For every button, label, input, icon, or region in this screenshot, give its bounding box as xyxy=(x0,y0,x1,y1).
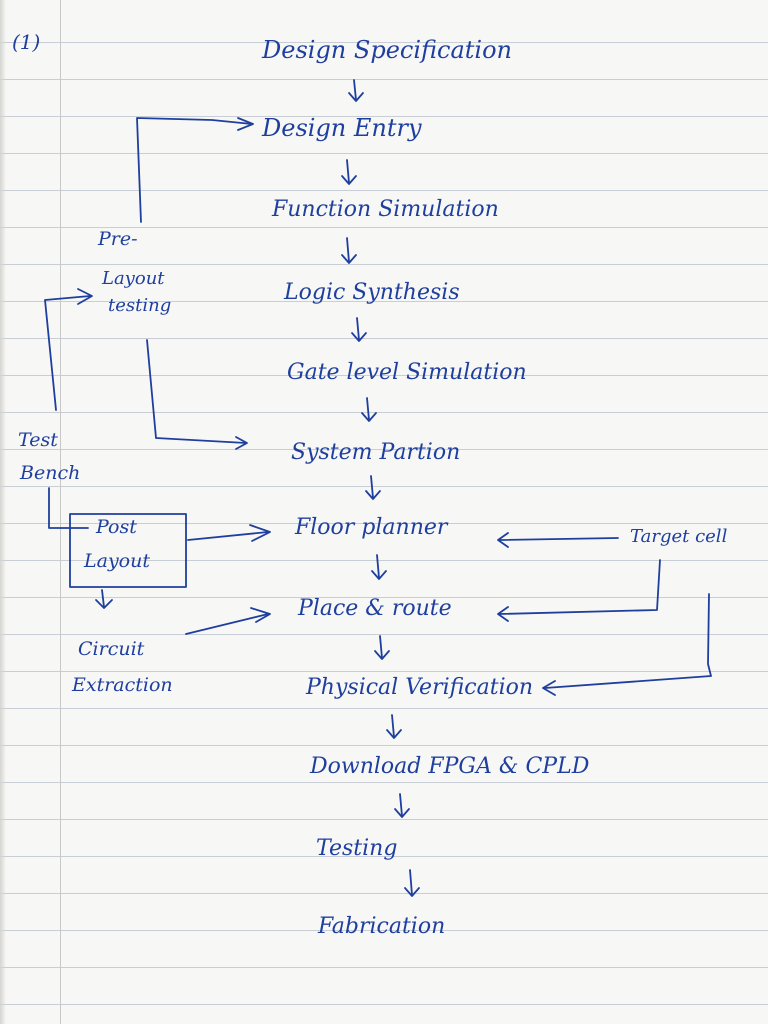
step-physical-verification: Physical Verification xyxy=(306,675,534,700)
circuit-extraction-to-place-route-arrow xyxy=(185,607,271,635)
pre-layout-to-system-partion-arrow xyxy=(146,339,248,450)
down-arrow-9 xyxy=(386,714,402,739)
target-cell-to-floor-planner-arrow xyxy=(497,532,619,548)
test-bench-label-line2: Bench xyxy=(20,462,81,484)
margin-line xyxy=(60,0,61,1024)
down-arrow-10 xyxy=(394,793,410,818)
circuit-extraction-label-line2: Extraction xyxy=(72,674,173,696)
step-fabrication: Fabrication xyxy=(318,914,446,939)
step-download-fpga-cpld: Download FPGA & CPLD xyxy=(310,754,590,779)
down-arrow-8 xyxy=(374,635,390,660)
step-gate-level-simulation: Gate level Simulation xyxy=(287,360,527,385)
step-place-route: Place & route xyxy=(298,596,452,621)
pre-layout-label-line2: Layout xyxy=(102,268,165,289)
down-arrow-3 xyxy=(341,237,357,264)
step-function-simulation: Function Simulation xyxy=(272,197,499,222)
down-arrow-11 xyxy=(404,869,420,897)
step-design-specification: Design Specification xyxy=(262,36,512,64)
pre-layout-label-line3: testing xyxy=(108,295,172,316)
down-arrow-2 xyxy=(341,159,357,185)
pre-layout-to-design-entry-arrow xyxy=(136,117,254,223)
post-layout-to-floor-planner-arrow xyxy=(187,524,271,542)
test-bench-bracket xyxy=(44,288,93,529)
down-arrows xyxy=(341,79,420,897)
step-design-entry: Design Entry xyxy=(262,114,422,142)
post-layout-down-arrow xyxy=(95,589,113,609)
down-arrow-6 xyxy=(365,475,381,500)
down-arrow-1 xyxy=(348,79,364,102)
question-number: (1) xyxy=(12,30,41,54)
post-layout-box xyxy=(69,513,187,588)
target-cell-to-physical-verification-arrow xyxy=(542,593,712,696)
post-layout-label-line1: Post xyxy=(96,516,137,538)
down-arrow-4 xyxy=(351,317,367,342)
test-bench-label-line1: Test xyxy=(18,429,58,451)
down-arrow-5 xyxy=(361,397,377,422)
target-cell-label: Target cell xyxy=(630,526,728,547)
step-floor-planner: Floor planner xyxy=(295,515,448,540)
page-edge-shadow xyxy=(0,0,6,1024)
step-logic-synthesis: Logic Synthesis xyxy=(284,280,460,305)
target-cell-to-place-route-arrow xyxy=(497,559,661,622)
post-layout-label-line2: Layout xyxy=(84,550,150,572)
step-system-partion: System Partion xyxy=(291,440,461,465)
down-arrow-7 xyxy=(371,554,387,580)
circuit-extraction-label-line1: Circuit xyxy=(78,638,145,660)
pre-layout-label-line1: Pre- xyxy=(98,228,138,250)
step-testing: Testing xyxy=(316,836,398,861)
